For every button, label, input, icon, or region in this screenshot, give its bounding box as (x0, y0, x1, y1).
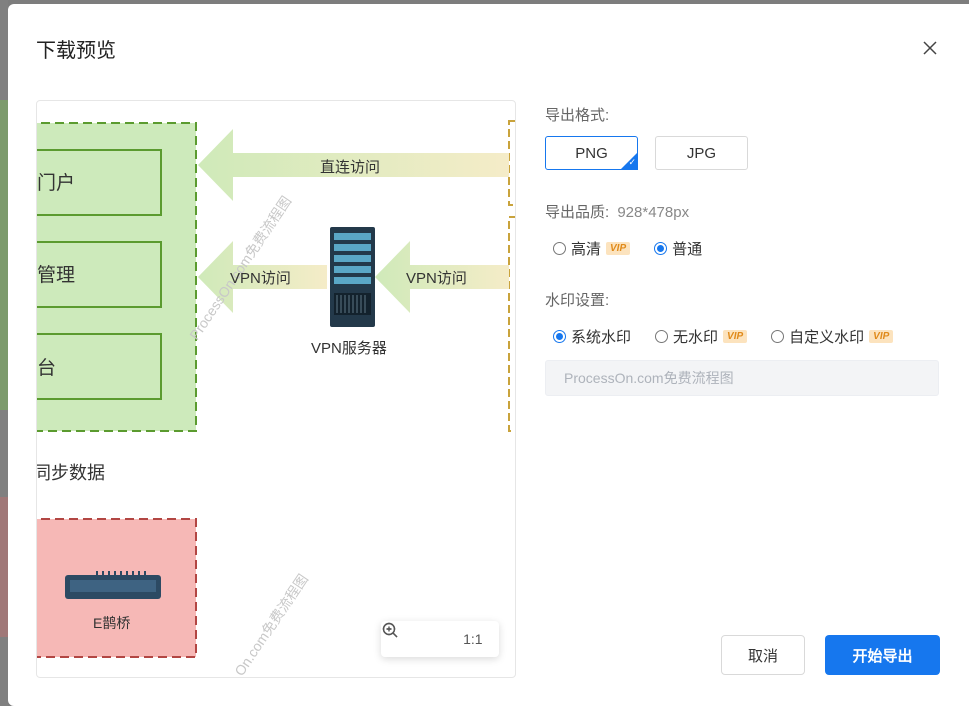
quality-hd-option[interactable]: 高清 VIP (553, 238, 631, 259)
close-icon[interactable] (920, 38, 940, 58)
right-container-bottom (508, 216, 515, 432)
right-container-top (508, 120, 515, 206)
download-preview-dialog: 下载预览 (8, 4, 969, 706)
format-png-label: PNG (575, 144, 608, 162)
dialog-title: 下载预览 (36, 40, 116, 62)
watermark-options: 系统水印 无水印 VIP 自定义水印 VIP (553, 326, 917, 347)
start-export-button[interactable]: 开始导出 (825, 635, 940, 675)
watermark-settings-label: 水印设置: (545, 292, 610, 309)
vpn-access-arrow-right (375, 241, 509, 313)
direct-access-label: 直连访问 (320, 159, 380, 176)
radio-icon[interactable] (553, 330, 566, 343)
vip-badge: VIP (606, 242, 631, 255)
direct-access-arrow (198, 129, 509, 201)
zoom-reset-button[interactable]: 1:1 (463, 631, 483, 647)
radio-icon[interactable] (654, 242, 668, 255)
watermark-bottom: On.com免费流程图 (231, 571, 311, 677)
format-png-button[interactable]: PNG ✓ (545, 136, 638, 170)
ebridge-label: E鹊桥 (93, 615, 130, 631)
vpn-access-left-label: VPN访问 (230, 270, 291, 287)
quality-value: 928*478px (617, 204, 690, 221)
quality-options: 高清 VIP 普通 (553, 238, 726, 259)
watermark-custom-option[interactable]: 自定义水印 VIP (771, 326, 894, 347)
sync-data-label: 同步数据 (37, 463, 105, 483)
router-icon (65, 571, 161, 599)
watermark-system-option[interactable]: 系统水印 (553, 326, 631, 347)
vpn-server-label: VPN服务器 (311, 340, 387, 357)
background-green-shape (0, 100, 8, 410)
platform-label: 台 (37, 357, 56, 379)
radio-icon[interactable] (771, 330, 785, 343)
format-jpg-label: JPG (686, 144, 717, 162)
quality-label: 导出品质: 928*478px (545, 204, 690, 221)
portal-box (37, 149, 162, 216)
management-label: 管理 (37, 264, 75, 286)
zoom-toolbar: 1:1 (381, 621, 499, 657)
portal-label: 门户 (37, 172, 75, 194)
vip-badge: VIP (869, 330, 894, 343)
vpn-access-right-label: VPN访问 (406, 270, 467, 287)
radio-icon[interactable] (655, 330, 669, 343)
format-label: 导出格式: (545, 107, 610, 124)
server-icon (330, 227, 375, 327)
watermark-text-input[interactable]: ProcessOn.com免费流程图 (545, 360, 939, 396)
vpn-access-arrow-left (198, 241, 327, 313)
cancel-button[interactable]: 取消 (721, 635, 805, 675)
format-jpg-button[interactable]: JPG (655, 136, 748, 170)
background-red-shape (0, 497, 8, 637)
platform-box (37, 333, 162, 400)
preview-canvas[interactable]: ProcessOn.com免费流程图 On.com免费流程图 门户 管理 台 直… (36, 100, 516, 678)
watermark-none-option[interactable]: 无水印 VIP (655, 326, 748, 347)
quality-normal-option[interactable]: 普通 (654, 238, 702, 259)
selected-corner-badge (620, 152, 638, 170)
check-icon: ✓ (628, 157, 636, 167)
vip-badge: VIP (723, 330, 748, 343)
radio-icon[interactable] (553, 242, 566, 255)
management-box (37, 241, 162, 308)
